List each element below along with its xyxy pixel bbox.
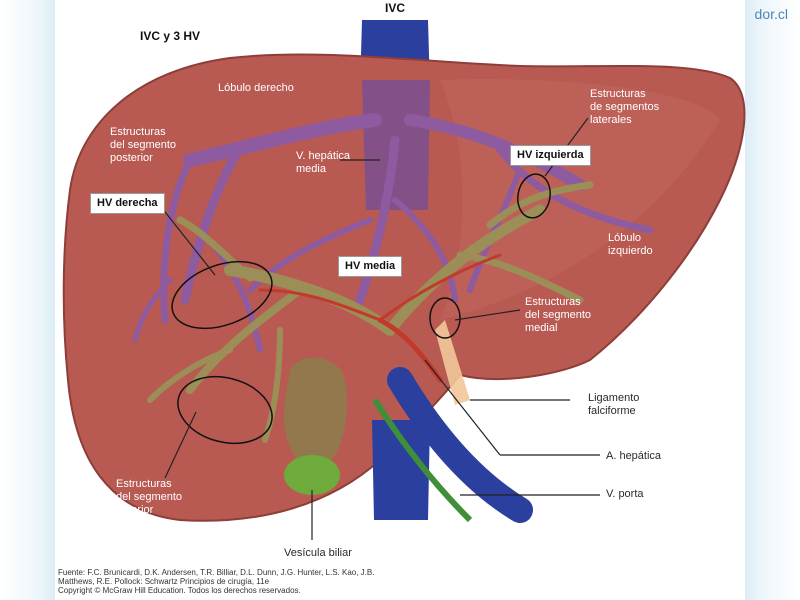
left-side-band xyxy=(0,0,55,600)
v-porta-label: V. porta xyxy=(606,488,644,500)
lateral-segments-label: Estructuras de segmentos laterales xyxy=(590,88,660,126)
lobulo-derecho-label: Lóbulo derecho xyxy=(218,82,294,94)
portal-vein xyxy=(387,367,533,523)
medial-segment-label: Estructuras del segmento medial xyxy=(525,296,592,334)
posterior-segment-label: Estructuras del segmento posterior xyxy=(110,126,177,164)
hepatic-veins xyxy=(132,113,654,353)
ligamento-label: Ligamento falciforme xyxy=(588,392,640,417)
leader-lines xyxy=(153,117,600,540)
lobulo-izquierdo-label: Lóbulo izquierdo xyxy=(608,232,653,257)
gallbladder xyxy=(284,357,348,470)
vhepatica-media-label: V. hepática media xyxy=(296,150,351,175)
hv-izquierda-label: HV izquierda xyxy=(510,145,591,166)
right-side-band xyxy=(745,0,800,600)
hv-media-label: HV media xyxy=(338,256,403,277)
liver-shading xyxy=(440,79,720,321)
vesicula-label: Vesícula biliar xyxy=(284,547,352,559)
ivc-label: IVC xyxy=(385,1,406,15)
falciform-ligament xyxy=(435,320,470,405)
diagram-title: IVC y 3 HV xyxy=(140,29,201,43)
segment-rings xyxy=(171,173,551,445)
ivc-lower xyxy=(372,420,430,520)
hv-derecha-label: HV derecha xyxy=(90,193,165,214)
liver-shape xyxy=(62,53,746,522)
portal-branches xyxy=(147,181,594,443)
source-citation: Fuente: F.C. Brunicardi, D.K. Andersen, … xyxy=(58,568,375,595)
a-hepatica-label: A. hepática xyxy=(606,450,662,462)
anterior-segment-label: Estructuras del segmento anterior xyxy=(116,478,183,516)
gallbladder-fundus xyxy=(284,455,340,495)
brand-logo: dor.cl xyxy=(754,6,788,22)
bile-duct xyxy=(372,398,473,523)
